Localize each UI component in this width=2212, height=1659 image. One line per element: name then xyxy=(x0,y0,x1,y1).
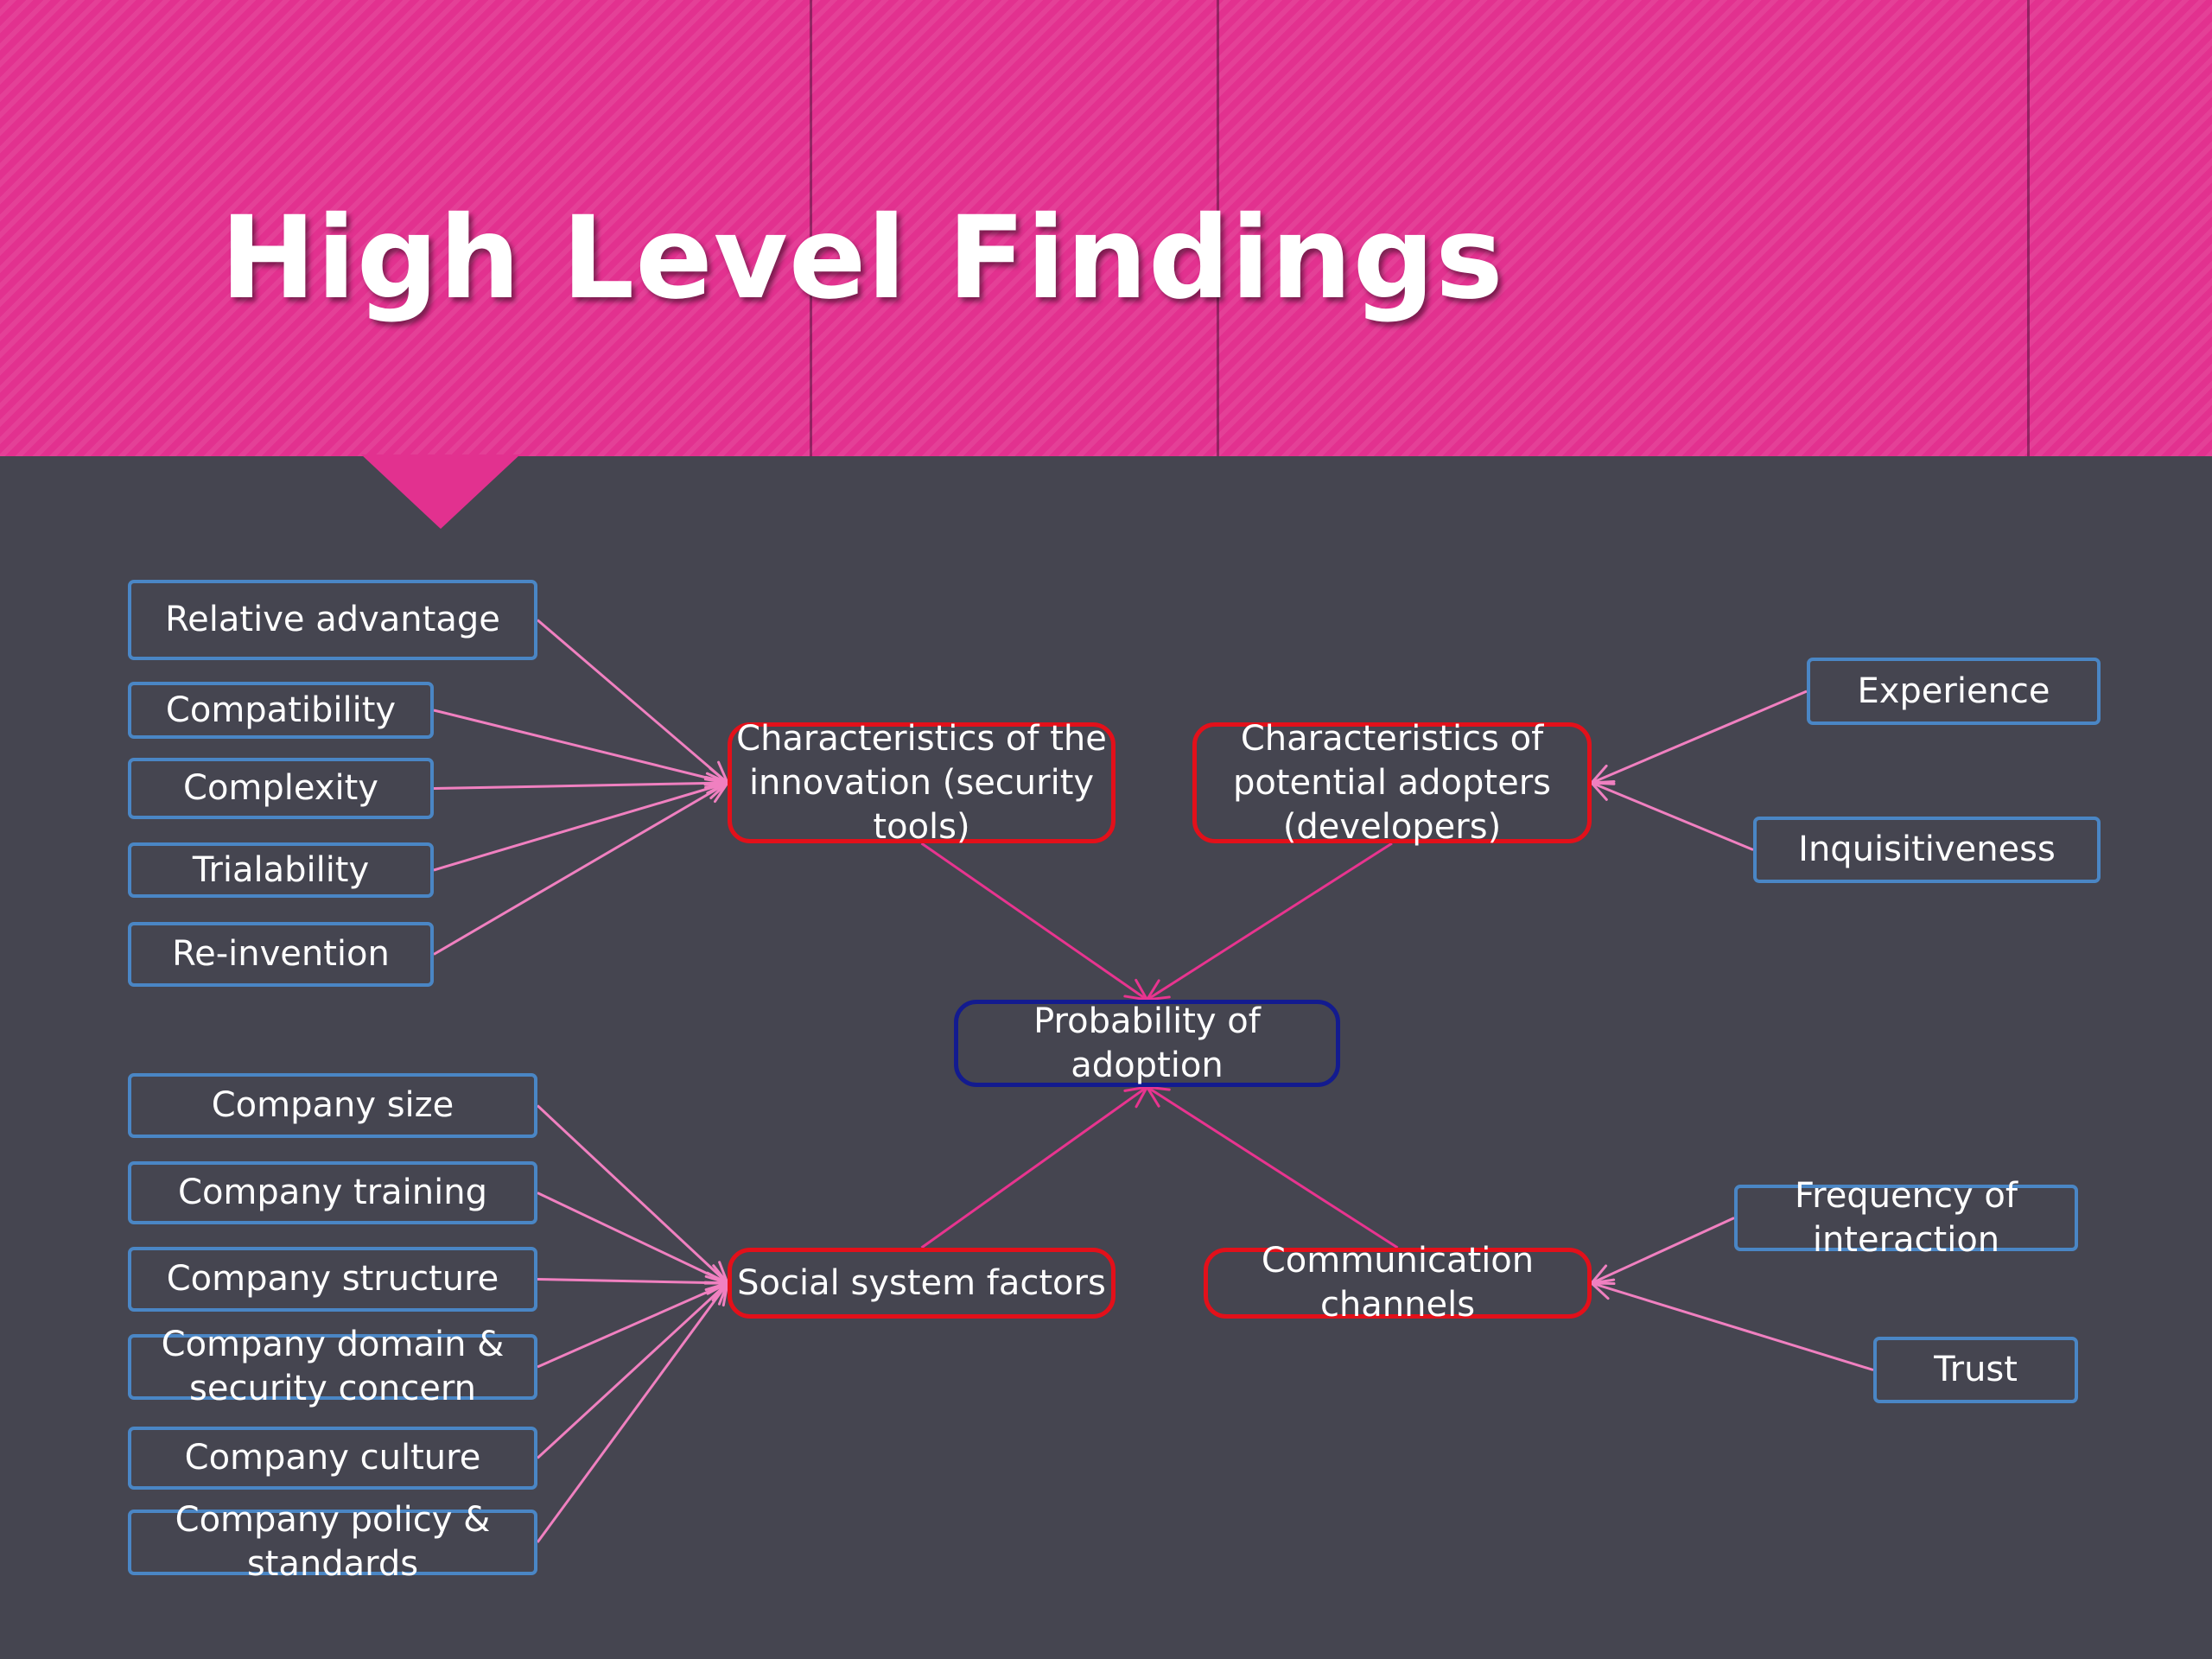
arrow-head xyxy=(1135,978,1148,1001)
edge-reinvention-to-char_innovation xyxy=(433,781,728,956)
edge-trust-to-communication xyxy=(1591,1281,1874,1371)
node-company-training: Company training xyxy=(128,1161,537,1224)
banner-notch xyxy=(361,454,520,529)
arrow-head xyxy=(703,781,729,786)
node-company-size: Company size xyxy=(128,1073,537,1138)
arrow-head xyxy=(1146,1085,1171,1091)
edge-char_adopters-to-probability xyxy=(1146,842,1393,1001)
arrow-head xyxy=(1590,764,1608,785)
edge-complexity-to-char_innovation xyxy=(433,781,728,790)
node-company-structure: Company structure xyxy=(128,1247,537,1312)
edge-frequency-to-communication xyxy=(1591,1217,1735,1285)
node-relative-advantage: Relative advantage xyxy=(128,580,537,660)
edge-inquisitiveness-to-char_adopters xyxy=(1591,781,1754,851)
arrow-head xyxy=(721,1281,729,1307)
arrow-head xyxy=(717,760,729,785)
arrow-head xyxy=(1146,979,1160,1001)
arrow-head xyxy=(1590,1281,1610,1300)
title-banner xyxy=(0,0,2212,456)
node-company-domain: Company domain & security concern xyxy=(128,1325,537,1408)
edge-compatibility-to-char_innovation xyxy=(433,709,728,785)
arrow-head xyxy=(1146,1085,1160,1108)
node-trialability: Trialability xyxy=(128,842,434,898)
edge-company_policy-to-social_system xyxy=(536,1282,729,1543)
node-complexity: Complexity xyxy=(128,758,434,819)
arrow-head xyxy=(1590,1278,1616,1285)
edge-relative_advantage-to-char_innovation xyxy=(537,619,728,785)
arrow-head xyxy=(1135,1085,1148,1109)
arrow-head xyxy=(1146,995,1171,1001)
edge-social_system-to-probability xyxy=(920,1085,1148,1249)
arrow-head xyxy=(1123,1085,1148,1092)
arrow-head xyxy=(712,1264,729,1285)
arrow-head xyxy=(1123,995,1148,1001)
arrow-head xyxy=(713,781,729,804)
banner-divider xyxy=(1217,0,1219,456)
edge-experience-to-char_adopters xyxy=(1591,690,1808,785)
node-experience: Experience xyxy=(1807,658,2101,725)
arrow-head xyxy=(706,1271,729,1285)
arrow-head xyxy=(1590,1264,1608,1285)
banner-divider xyxy=(810,0,812,456)
banner-divider xyxy=(2027,0,2030,456)
edge-trialability-to-char_innovation xyxy=(433,781,728,872)
node-compatibility: Compatibility xyxy=(128,682,434,739)
node-characteristics-of-adopters: Characteristics of potential adopters (d… xyxy=(1192,719,1592,847)
node-frequency-of-interaction: Frequency of interaction xyxy=(1734,1176,2078,1260)
node-reinvention: Re-invention xyxy=(128,922,434,987)
edge-company_domain-to-social_system xyxy=(537,1281,728,1369)
node-company-policy: Company policy & standards xyxy=(128,1500,537,1584)
edge-company_training-to-social_system xyxy=(537,1192,728,1285)
slide-title: High Level Findings xyxy=(220,192,1504,325)
arrow-head xyxy=(1590,780,1616,785)
node-trust: Trust xyxy=(1873,1337,2078,1403)
node-company-culture: Company culture xyxy=(128,1427,537,1490)
arrow-head xyxy=(1590,781,1608,801)
arrow-head xyxy=(706,1281,729,1295)
node-characteristics-of-innovation: Characteristics of the innovation (secur… xyxy=(728,719,1116,847)
edge-company_structure-to-social_system xyxy=(537,1278,728,1285)
edge-char_innovation-to-probability xyxy=(920,842,1148,1001)
edge-company_culture-to-social_system xyxy=(536,1281,729,1459)
node-social-system-factors: Social system factors xyxy=(728,1248,1116,1319)
node-communication-channels: Communication channels xyxy=(1204,1241,1592,1325)
edge-company_size-to-social_system xyxy=(536,1104,729,1285)
node-inquisitiveness: Inquisitiveness xyxy=(1753,817,2101,883)
edge-communication-to-probability xyxy=(1146,1085,1399,1249)
node-probability-of-adoption: Probability of adoption xyxy=(954,1000,1340,1087)
